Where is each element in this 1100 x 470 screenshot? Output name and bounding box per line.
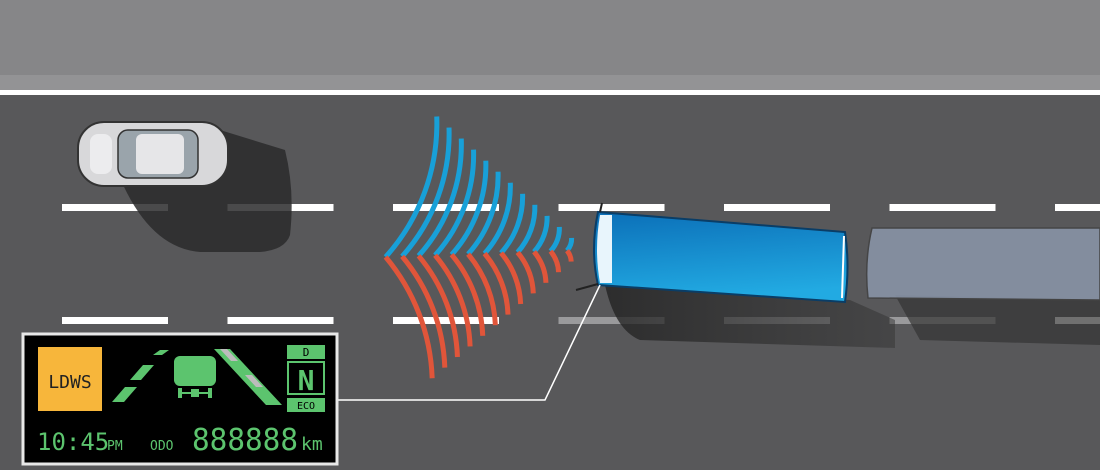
odometer-value: 888888 [192,423,298,458]
lane-markings [62,204,1100,324]
radar-wave-arc [400,127,452,259]
dashboard-display: LDWS D N ECO 10:45 PM ODO 888888 km [21,332,339,466]
road-edge-line [0,90,1100,95]
left-lane-icon [112,350,169,402]
lane-dash [558,204,665,211]
gear-current: N [298,364,315,397]
gear-top: D [303,346,310,359]
radar-wave-arc [466,171,501,256]
radar-wave-arc [383,116,440,259]
lane-dash [62,204,168,211]
radar-wave-arc [416,254,460,358]
radar-wave-arc [532,215,550,254]
radar-wave-arc [548,249,562,273]
radar-wave-arc [449,253,486,336]
vehicle-icon [174,356,216,398]
ghost-bus [865,227,1100,301]
lane-dash [227,317,334,324]
lane-dash [724,204,830,211]
radar-wave-arc [449,160,489,257]
bus-icon [575,202,849,304]
radar-wave-arc [499,193,526,255]
clock-suffix: PM [107,439,123,454]
radar-wave-arc [400,254,448,368]
radar-wave-arc [565,237,575,253]
odo-label: ODO [150,439,174,454]
radar-wave-arc [564,249,574,262]
lane-dash [393,204,499,211]
lane-dash [62,317,168,324]
gear-mode: ECO [297,401,315,412]
lane-dash [1055,204,1100,211]
gear-indicator: D N ECO [287,345,325,412]
radar-wave-arc [499,251,524,305]
clock-time: 10:45 [37,428,109,456]
lane-dash [393,317,499,324]
roadside-shoulder [0,0,1100,75]
radar-wave-arc [433,253,473,347]
right-lane-warning-icon [214,349,282,405]
radar-wave-arc [515,250,536,294]
callout-line [338,284,601,401]
ldws-label: LDWS [48,372,91,393]
radar-wave-arc [482,182,513,256]
radar-wave-arc [416,138,464,258]
ldws-warning-indicator [38,347,102,411]
lane-dash [558,317,665,324]
radar-wave-arc [383,255,435,379]
radar-wave-arc [433,149,477,257]
radar-wave-arc [548,226,562,253]
odo-unit: km [301,434,323,455]
lane-dash [889,204,996,211]
radar-wave-arc [515,204,538,255]
bus-ghost-shadow [895,295,1100,345]
car-icon [77,121,229,187]
radar-wave-arc [482,251,511,315]
radar-wave-arc [466,252,498,326]
radar-waves [383,116,575,379]
radar-wave-arc [532,250,549,283]
